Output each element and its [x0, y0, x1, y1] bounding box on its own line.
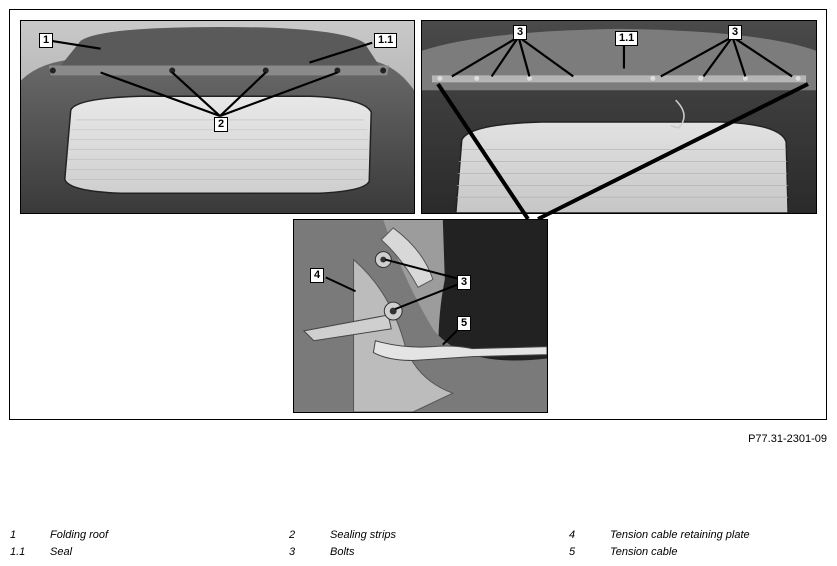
photo-tension-cable-detail: 4 3 5: [293, 219, 548, 413]
legend-text: Sealing strips: [330, 529, 397, 541]
legend: 1 Folding roof 1.1 Seal 2 Sealing strips…: [0, 526, 837, 566]
callout-1: 1: [39, 33, 54, 48]
legend-text: Tension cable: [610, 546, 678, 558]
callout-2: 2: [214, 117, 229, 132]
legend-number: 2: [289, 529, 296, 541]
callout-4: 4: [310, 268, 325, 283]
legend-number: 3: [289, 546, 296, 558]
legend-number: 4: [569, 529, 576, 541]
legend-number: 1.1: [10, 546, 26, 558]
callout-5: 5: [457, 316, 472, 331]
figure-id: P77.31-2301-09: [748, 433, 827, 445]
legend-text: Seal: [50, 546, 73, 558]
seal-interior-photo: [422, 21, 816, 213]
photo-seal-interior: 3 1.1 3: [421, 20, 817, 214]
callout-3-bolts: 3: [457, 275, 472, 290]
legend-text: Tension cable retaining plate: [610, 529, 750, 541]
legend-text: Bolts: [330, 546, 355, 558]
folding-roof-photo: [21, 21, 414, 213]
callout-3-left-group: 3: [513, 25, 528, 40]
legend-number: 5: [569, 546, 576, 558]
callout-3-right-group: 3: [728, 25, 743, 40]
callout-1-1-seal: 1.1: [615, 31, 639, 46]
legend-number: 1: [10, 529, 17, 541]
tension-cable-detail-photo: [294, 220, 547, 412]
photo-folding-roof-exterior: 1 1.1 2: [20, 20, 415, 214]
legend-text: Folding roof: [50, 529, 109, 541]
callout-1-1: 1.1: [374, 33, 398, 48]
